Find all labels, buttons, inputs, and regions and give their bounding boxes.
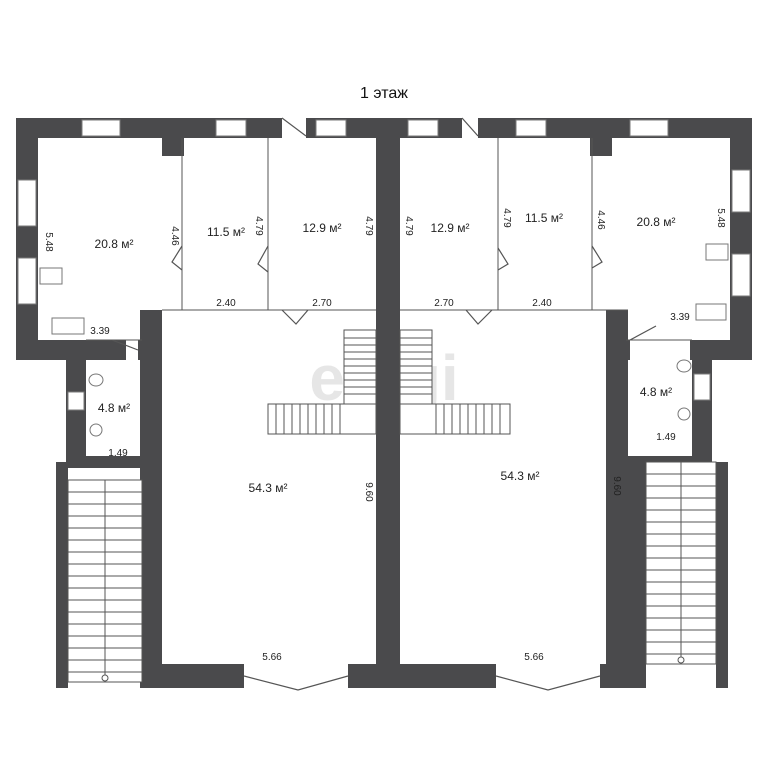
room-area-right-large: 20.8 м² [637,215,676,229]
dim-left-960: 9.60 [363,482,374,502]
room-area-right-center: 12.9 м² [431,221,470,235]
dim-right-960: 9.60 [611,476,622,496]
room-area-left-center: 12.9 м² [303,221,342,235]
dim-right-339: 3.39 [670,312,690,323]
stairs-left-bottom [67,479,143,683]
toilet-right-icon [676,359,692,373]
dim-right-446: 4.46 [595,210,606,230]
fixtures [39,243,729,437]
sink-left-icon [51,317,85,335]
basin-right-icon [677,407,691,421]
dim-right-149: 1.49 [656,432,676,443]
stove-right-icon [705,243,729,261]
room-labels: 20.8 м² 11.5 м² 12.9 м² 12.9 м² 11.5 м² … [95,211,676,495]
dim-right-479a: 4.79 [403,216,414,236]
room-area-left-bath: 4.8 м² [98,401,130,415]
stairs-center [267,329,511,435]
sink-right-icon [695,303,727,321]
dim-left-446: 4.46 [169,226,180,246]
dim-left-270: 2.70 [312,298,332,309]
dim-right-548: 5.48 [715,208,726,228]
room-area-right-hall: 54.3 м² [501,469,540,483]
dim-left-479b: 4.79 [363,216,374,236]
stairs-right-bottom [645,461,717,665]
stove-left-icon [39,267,63,285]
dim-left-149: 1.49 [108,448,128,459]
dim-right-270: 2.70 [434,298,454,309]
room-area-right-mid: 11.5 м² [525,211,563,225]
dim-right-566: 5.66 [524,652,544,663]
room-area-left-mid: 11.5 м² [207,225,245,239]
room-area-left-large: 20.8 м² [95,237,134,251]
room-area-right-bath: 4.8 м² [640,385,672,399]
room-area-left-hall: 54.3 м² [249,481,288,495]
floor-title: 1 этаж [360,85,408,102]
dim-left-479a: 4.79 [253,216,264,236]
basin-left-icon [89,423,103,437]
dim-left-339: 3.39 [90,326,110,337]
toilet-left-icon [88,373,104,387]
dim-right-479b: 4.79 [501,208,512,228]
dim-left-548: 5.48 [43,232,54,252]
dim-left-240: 2.40 [216,298,236,309]
dimension-labels: 5.48 4.46 4.79 4.79 4.79 4.79 4.46 5.48 … [43,208,726,663]
windows [17,119,751,411]
interior-walls [86,138,692,341]
dim-left-566: 5.66 [262,652,282,663]
dim-right-240: 2.40 [532,298,552,309]
